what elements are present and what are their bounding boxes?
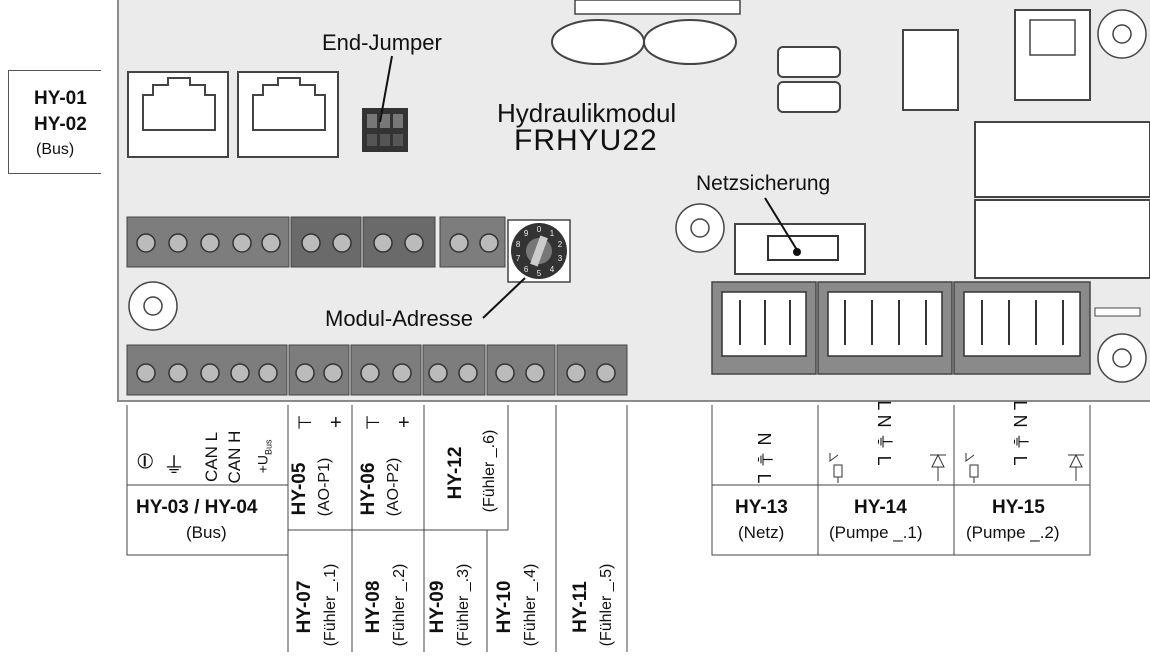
hy15-pins: L N ⏚ L <box>1010 400 1030 466</box>
side-label-bus: (Bus) <box>36 141 75 158</box>
hy14-label: HY-14 <box>854 497 907 518</box>
hy06-sym-plus: + <box>398 412 410 434</box>
terminal-row-bottom <box>126 344 628 396</box>
dial-digit: 6 <box>524 265 529 274</box>
dial-digit: 4 <box>550 265 555 274</box>
hy10-sub: (Fühler _.4) <box>522 563 539 647</box>
rj-jack-2 <box>237 71 339 158</box>
hy05-sym-plus: + <box>330 412 342 434</box>
pin-u-bus-sub: Bus <box>263 439 274 456</box>
hy06-sub: (AO-P2) <box>385 457 402 517</box>
board-title-1: Hydraulikmodul <box>497 98 677 128</box>
callout-address: Modul-Adresse <box>325 306 473 331</box>
dial-digit: 2 <box>558 240 563 249</box>
side-label-hy01: HY-01 <box>34 88 87 109</box>
hy14-sub: (Pumpe _.1) <box>829 523 923 542</box>
hy09-sub: (Fühler _.3) <box>455 563 472 647</box>
side-label-hy02: HY-02 <box>34 114 87 135</box>
pin-can-h: CAN H <box>225 430 244 484</box>
side-label-box <box>8 70 101 174</box>
ground-icon: ⏚ <box>163 453 186 478</box>
hy03-hy04-sub: (Bus) <box>186 523 227 542</box>
rj-jack-1 <box>127 71 229 158</box>
terminal-row-top <box>126 216 506 268</box>
shield-icon: ⦶ <box>137 448 153 473</box>
dial-digit: 3 <box>558 254 563 263</box>
hy12-label: HY-12 <box>445 446 466 500</box>
pin-u-bus: +UBus <box>255 426 274 486</box>
hy07-sub: (Fühler _.1) <box>322 563 339 647</box>
hy07-label: HY-07 <box>294 580 315 634</box>
hy11-label: HY-11 <box>570 581 591 633</box>
mount-hole-3 <box>675 203 725 253</box>
hy08-label: HY-08 <box>363 580 384 634</box>
hy10-label: HY-10 <box>494 580 515 634</box>
end-jumper <box>362 108 408 152</box>
hy05-sub: (AO-P1) <box>316 457 333 517</box>
hy06-label: HY-06 <box>358 462 379 516</box>
pin-can-l: CAN L <box>202 431 221 483</box>
dial-digit: 5 <box>537 269 542 278</box>
dial-digit: 7 <box>516 254 521 263</box>
hy15-label: HY-15 <box>992 497 1045 518</box>
hy12-sub: (Fühler _.6) <box>481 429 498 513</box>
dial-digit: 8 <box>516 240 521 249</box>
mount-hole-2 <box>128 281 178 331</box>
hy14-pins: L N ⏚ L <box>874 400 894 466</box>
hy13-pins: N ⏚ L <box>754 432 774 484</box>
hy05-label: HY-05 <box>289 462 310 516</box>
hy06-sym-minus: ⊥ <box>362 414 383 431</box>
mount-hole-4 <box>1097 333 1147 383</box>
label-table-lines <box>126 405 1091 652</box>
dial-digit: 1 <box>550 229 555 238</box>
mount-hole-1 <box>1097 9 1147 59</box>
board-title-2: FRHYU22 <box>514 124 658 157</box>
callout-end-jumper: End-Jumper <box>322 30 442 55</box>
address-dial <box>507 219 571 283</box>
dial-digit: 0 <box>537 225 542 234</box>
hy11-sub: (Fühler _.5) <box>598 563 615 647</box>
hy08-sub: (Fühler _.2) <box>391 563 408 647</box>
hy09-label: HY-09 <box>427 580 448 634</box>
callout-fuse: Netzsicherung <box>696 172 831 195</box>
fuse <box>734 223 866 275</box>
hy03-hy04-label: HY-03 / HY-04 <box>136 497 258 518</box>
hy15-sub: (Pumpe _.2) <box>966 523 1060 542</box>
pin-u-bus-label: +U <box>254 455 271 474</box>
hy13-label: HY-13 <box>735 497 788 518</box>
hy05-sym-minus: ⊥ <box>294 414 315 431</box>
dial-digit: 9 <box>524 229 529 238</box>
hy13-sub: (Netz) <box>738 523 785 542</box>
